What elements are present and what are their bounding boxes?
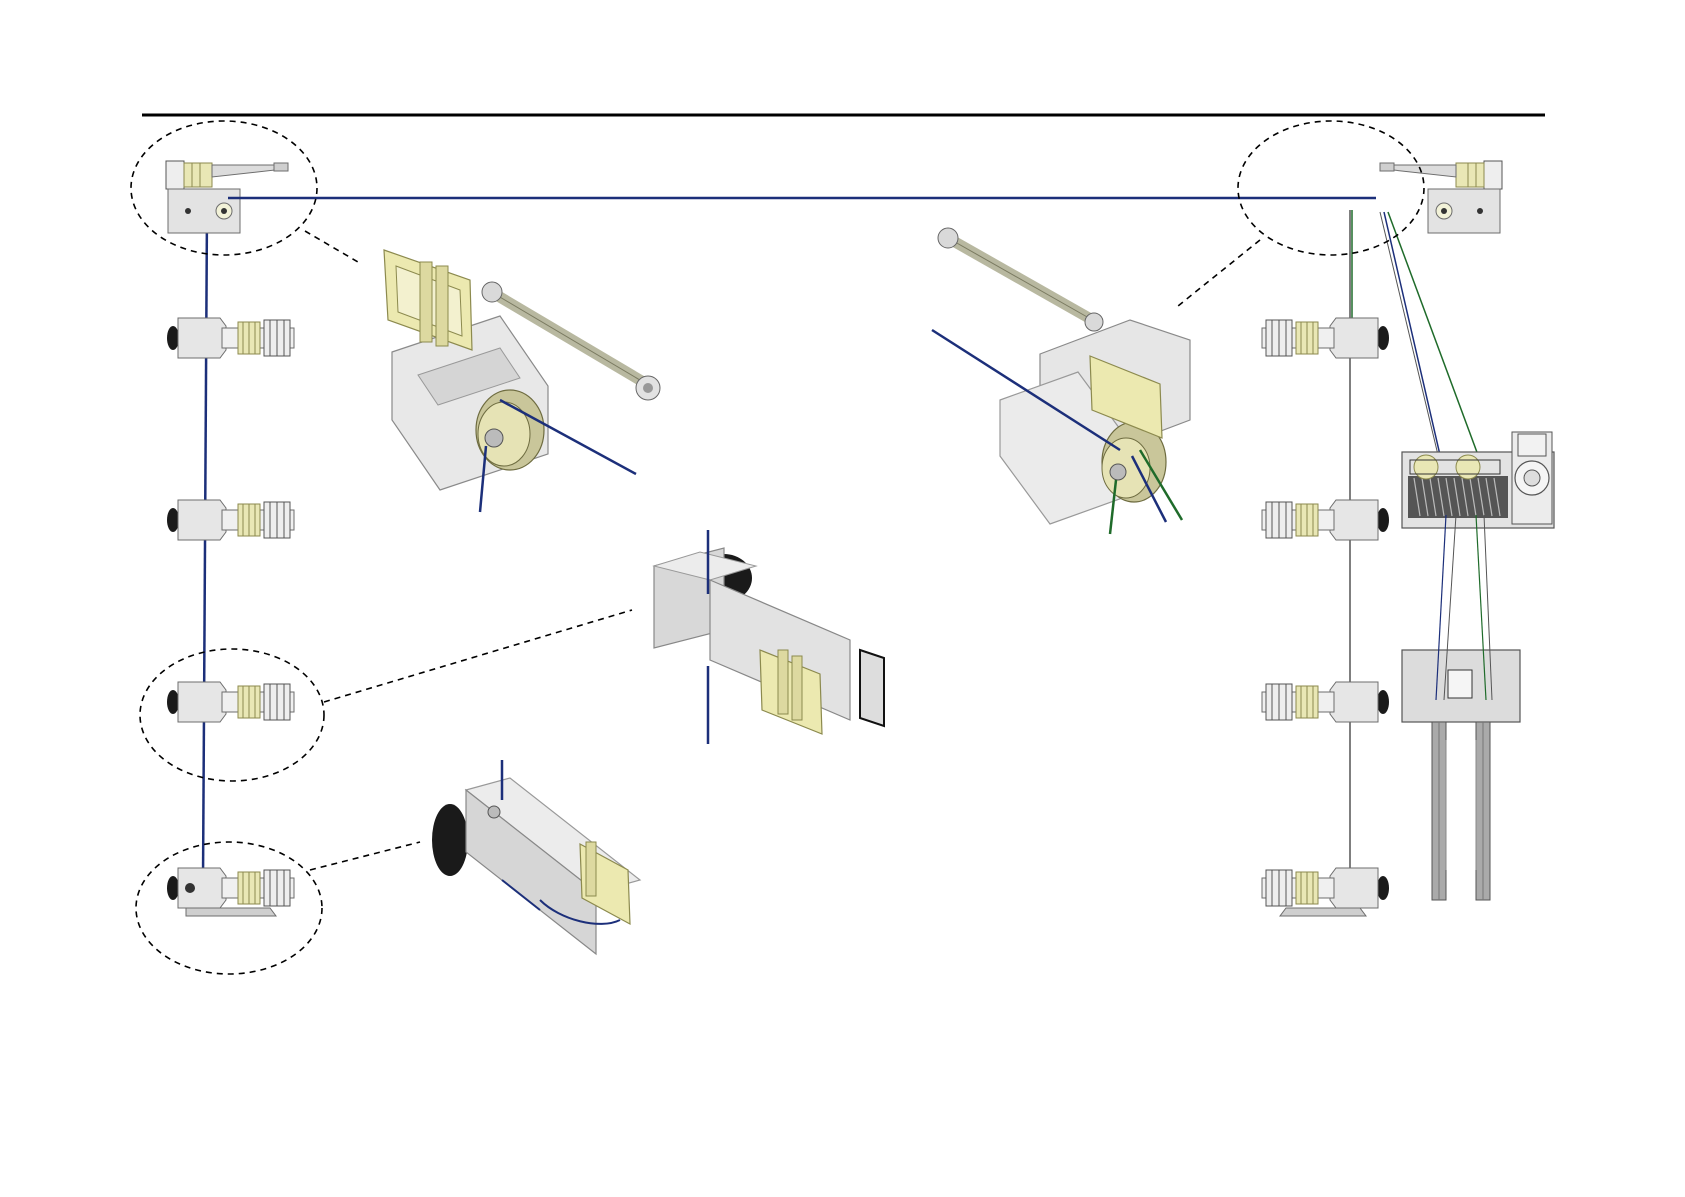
detail-strap-bracket (654, 530, 884, 744)
left-bracket-1 (167, 318, 294, 358)
left-bracket-3 (167, 682, 294, 722)
left-bracket-2 (167, 500, 294, 540)
callout-mid-left (140, 649, 324, 781)
winch-drum-unit (1402, 432, 1554, 528)
detail-wheel-bracket (432, 760, 640, 954)
callout-outlines (131, 121, 1424, 974)
left-column-assembly (166, 161, 294, 916)
callout-top-right (1238, 121, 1424, 255)
detail-corner-pulley-left (384, 250, 660, 512)
detail-corner-pulley-right (932, 228, 1190, 534)
left-vertical-cable (203, 210, 207, 880)
callout-top-left (131, 121, 317, 255)
mounting-plate-with-rails (1402, 515, 1520, 900)
right-column-assembly (1262, 161, 1502, 916)
